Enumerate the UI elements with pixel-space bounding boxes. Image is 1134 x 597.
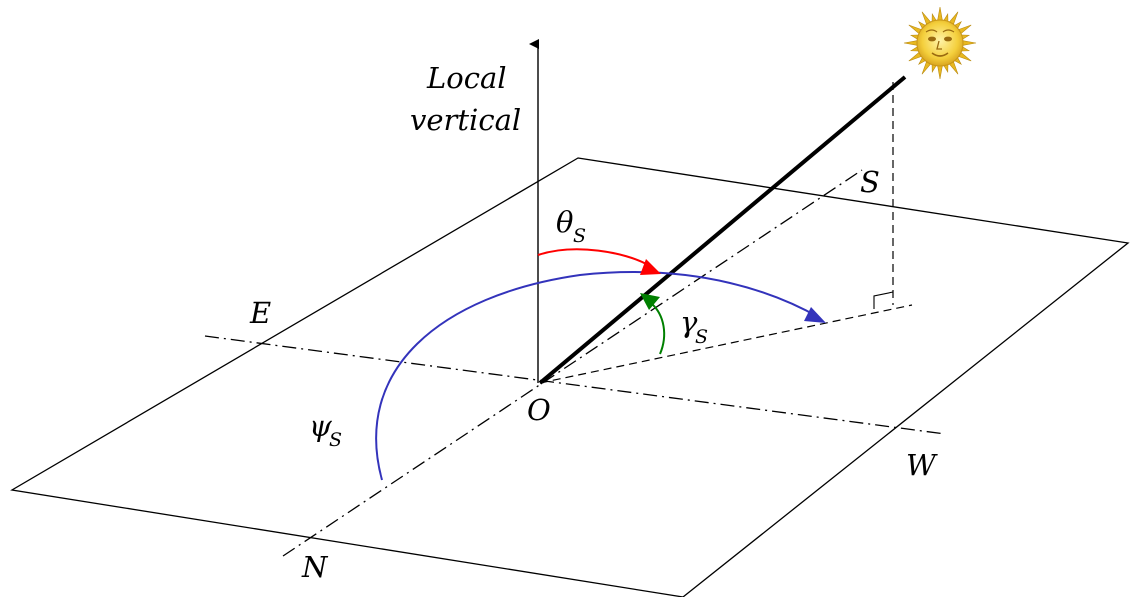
right-angle-marker [873, 291, 894, 309]
elevation-arc [651, 303, 666, 355]
east-west-axis [204, 335, 946, 435]
zenith-angle-symbol: θ [556, 205, 573, 239]
azimuth-angle-subscript: S [329, 429, 342, 451]
zenith-arrowhead [640, 259, 661, 275]
south-label: S [860, 165, 880, 199]
local-vertical-label-line1: Local [426, 61, 507, 95]
azimuth-angle-symbol: ψ [309, 409, 332, 443]
north-south-axis [282, 169, 863, 557]
west-label: W [906, 448, 938, 482]
elevation-angle-symbol: γ [680, 305, 698, 339]
origin-label: O [527, 393, 551, 427]
azimuth-arc [375, 271, 821, 481]
azimuth-arrowhead [804, 307, 826, 323]
elevation-angle-subscript: S [695, 326, 708, 348]
zenith-arc [537, 248, 649, 266]
sun-projection-line [539, 304, 913, 384]
local-vertical-label-line2: vertical [410, 103, 521, 137]
zenith-angle-subscript: S [573, 225, 586, 247]
ground-plane [10, 157, 1130, 597]
sun-icon [903, 6, 977, 80]
elevation-arrowhead [640, 293, 660, 310]
north-label: N [301, 550, 329, 584]
east-label: E [249, 296, 271, 330]
sun-direction-line [538, 75, 907, 385]
